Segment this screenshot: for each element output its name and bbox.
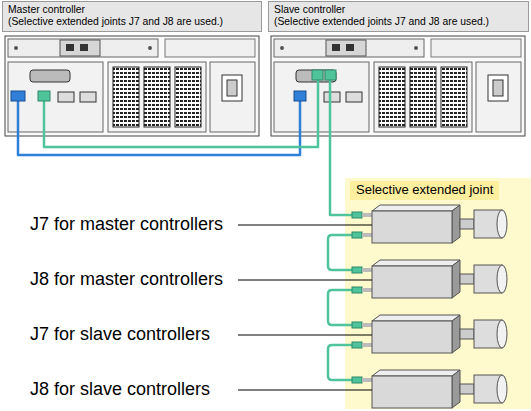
motor-unit: [372, 370, 460, 376]
joint-cable: [328, 290, 352, 325]
joint-label: J7 for master controllers: [30, 214, 223, 236]
motor-unit: [452, 260, 460, 298]
cable-stub: [329, 80, 332, 140]
motor-unit: [452, 370, 460, 408]
joint-plug: [362, 378, 372, 382]
cable-stub: [18, 80, 330, 140]
joint-plug: [352, 322, 362, 328]
motor-unit: [452, 205, 460, 243]
panel-header: Master controller(Selective extended joi…: [2, 1, 262, 32]
joint-region-fill: [345, 178, 531, 409]
motor-unit: [372, 370, 507, 408]
motor-unit: [372, 266, 452, 298]
motor-unit: [460, 329, 474, 339]
motor-unit: [372, 315, 460, 321]
lan-port: [11, 70, 336, 101]
joint-label: J7 for slave controllers: [30, 324, 210, 346]
cable-stub: [299, 101, 302, 140]
leader-line: [238, 225, 372, 226]
joint-plug: [362, 288, 372, 292]
joint-plug: [352, 212, 362, 218]
motor-unit: [460, 219, 474, 229]
leader-line: [238, 335, 372, 336]
motor-unit: [372, 260, 507, 298]
region-label: Selective extended joint: [356, 182, 493, 199]
motor-unit: [497, 265, 507, 293]
joint-plug: [352, 287, 362, 293]
joint-cable: [328, 345, 352, 380]
motor-unit: [497, 210, 507, 238]
joint-region: Selective extended joint: [345, 178, 531, 409]
lan-port: [325, 70, 336, 80]
panel-title: Master controller: [8, 4, 256, 16]
motor-unit: [497, 320, 507, 348]
lan-port: [312, 70, 323, 80]
joint-plug: [352, 342, 362, 348]
leader-line: [238, 390, 372, 391]
joint-plug: [362, 268, 372, 272]
joint-plug: [362, 233, 372, 237]
joint-plug: [352, 267, 362, 273]
joint-label: J8 for slave controllers: [30, 379, 210, 401]
joint-cable: [328, 235, 352, 270]
cable-stub: [17, 101, 20, 140]
region-tag: Selective extended joint: [350, 181, 499, 200]
panel-note: (Selective extended joints J7 and J8 are…: [8, 16, 256, 28]
lan-port: [294, 91, 306, 101]
cable-stub: [43, 101, 46, 140]
joint-cable: [328, 215, 352, 380]
controller-drawing: [5, 36, 525, 136]
joint-label: J8 for master controllers: [30, 269, 223, 291]
panel-header: Slave controller(Selective extended join…: [268, 1, 529, 32]
lan-port: [11, 91, 25, 101]
motor-unit: [460, 384, 474, 394]
panel-title: Slave controller: [274, 4, 523, 16]
joint-plug: [362, 323, 372, 327]
motor-unit: [372, 205, 460, 211]
lan-port: [38, 91, 50, 101]
joint-plug: [352, 377, 362, 383]
motor-unit: [372, 260, 460, 266]
cable-line: [44, 140, 318, 147]
controller-panel: Master controller(Selective extended joi…: [2, 1, 262, 140]
joint-plug: [352, 212, 372, 383]
motor-unit: [452, 315, 460, 353]
motor-unit: [372, 376, 452, 408]
motor-unit: [372, 211, 452, 243]
motor-unit: [372, 205, 507, 243]
leader-line: [238, 225, 372, 390]
controller-drawing: [271, 36, 525, 136]
motor-unit: [372, 315, 507, 353]
motor-unit: [497, 375, 507, 403]
joint-plug: [362, 213, 372, 217]
motor-unit: [372, 205, 507, 408]
joint-plug: [352, 232, 362, 238]
motor-unit: [372, 321, 452, 353]
joint-cable: [345, 214, 352, 217]
joint-plug: [362, 343, 372, 347]
controller-panel: Slave controller(Selective extended join…: [268, 1, 529, 140]
cable-stub: [317, 80, 320, 140]
motor-unit: [460, 274, 474, 284]
cable-line: [330, 140, 345, 215]
leader-line: [238, 280, 372, 281]
panel-note: (Selective extended joints J7 and J8 are…: [274, 16, 523, 28]
